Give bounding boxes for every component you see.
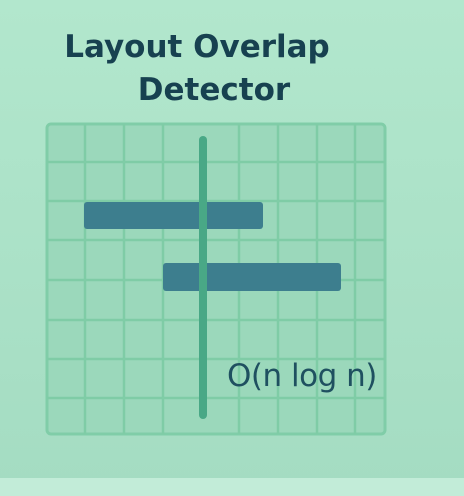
complexity-label: O(n log n)	[227, 358, 377, 394]
bottom-strip	[0, 478, 464, 496]
interval-rectangle-2	[163, 263, 341, 291]
interval-rectangle-1	[84, 202, 263, 229]
grid-lines	[47, 124, 385, 434]
title-line-2: Detector	[137, 72, 291, 108]
title-line-1: Layout Overlap	[64, 29, 330, 65]
page-title: Layout Overlap Detector	[0, 26, 464, 112]
vertical-sweep-line	[199, 136, 207, 419]
